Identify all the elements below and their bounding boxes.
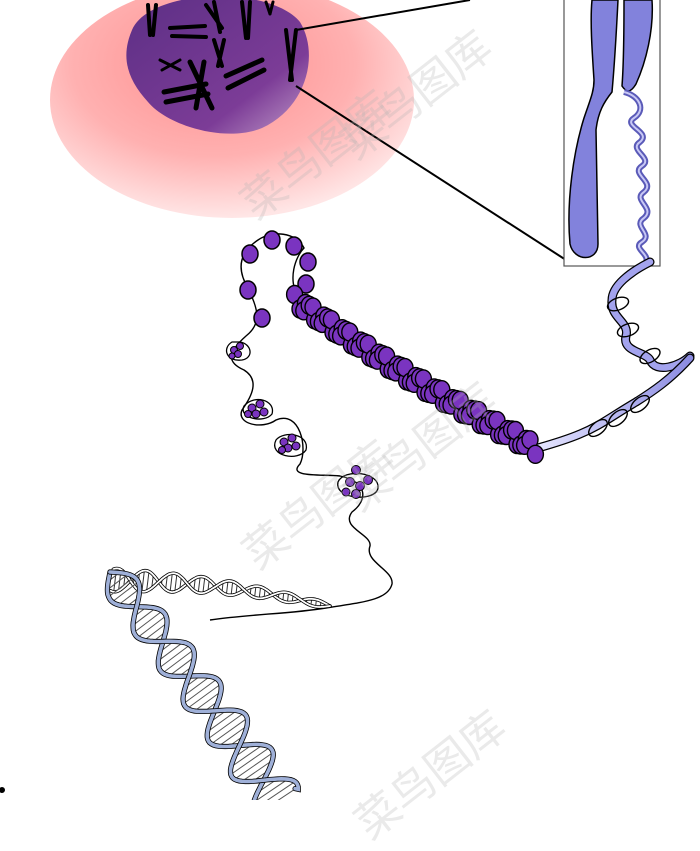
base-pair <box>231 582 233 596</box>
base-pair <box>226 581 228 595</box>
edge-mark <box>0 787 5 793</box>
base-pair <box>198 577 200 593</box>
nucleosome-icon <box>286 237 302 255</box>
base-pair <box>142 571 145 592</box>
chromosome-inset <box>564 0 660 266</box>
base-pair <box>170 573 172 592</box>
supercoiled-fiber <box>538 262 690 448</box>
base-pair <box>175 574 177 592</box>
base-pair <box>203 577 205 593</box>
nucleosome-icon <box>264 231 280 249</box>
nucleosome-icon <box>527 445 543 463</box>
nucleosome-cluster <box>229 343 244 360</box>
nucleosome-icon <box>240 281 256 299</box>
nucleosome-icon <box>242 245 258 263</box>
nucleosome-icon <box>300 253 316 271</box>
nucleosome-icon <box>254 309 270 327</box>
dna-strand-a-fill <box>107 572 273 800</box>
dna-double-helix-thin <box>111 568 330 607</box>
nucleosome-cluster <box>279 434 301 454</box>
dna-double-helix <box>107 572 298 800</box>
base-pair <box>109 577 135 597</box>
